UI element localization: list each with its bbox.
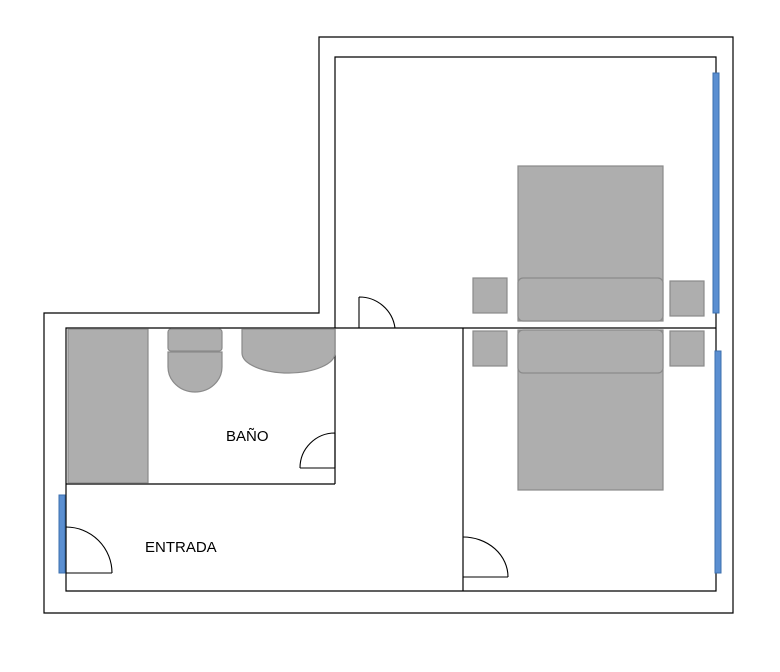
nightstand-upper-left — [472, 277, 508, 314]
toilet-bowl — [167, 351, 223, 393]
shower-tray — [67, 328, 149, 484]
windows — [58, 72, 722, 574]
window-left — [58, 494, 66, 574]
walls — [43, 36, 734, 614]
bathtub — [241, 328, 336, 374]
room-label-entrance: ENTRADA — [145, 539, 217, 556]
inner-wall — [65, 56, 717, 592]
toilet-tank — [167, 328, 223, 352]
door-bathroom — [299, 432, 336, 469]
upper-bedroom-furniture — [472, 165, 705, 322]
door-upper-room — [358, 296, 396, 329]
outer-wall — [43, 36, 734, 614]
bed-upper-pillow — [517, 277, 664, 322]
door-lower-bedroom — [462, 536, 509, 578]
door-entrance — [65, 526, 113, 574]
window-lower-right — [714, 350, 722, 574]
nightstand-upper-right — [669, 280, 705, 317]
lower-bedroom-furniture — [472, 329, 705, 491]
window-upper-right — [712, 72, 720, 314]
bed-lower-pillow — [517, 329, 664, 374]
bathroom-fixtures — [67, 328, 336, 484]
nightstand-lower-right — [669, 330, 705, 367]
nightstand-lower-left — [472, 330, 508, 367]
doors — [65, 296, 509, 578]
room-label-bathroom: BAÑO — [226, 428, 269, 445]
